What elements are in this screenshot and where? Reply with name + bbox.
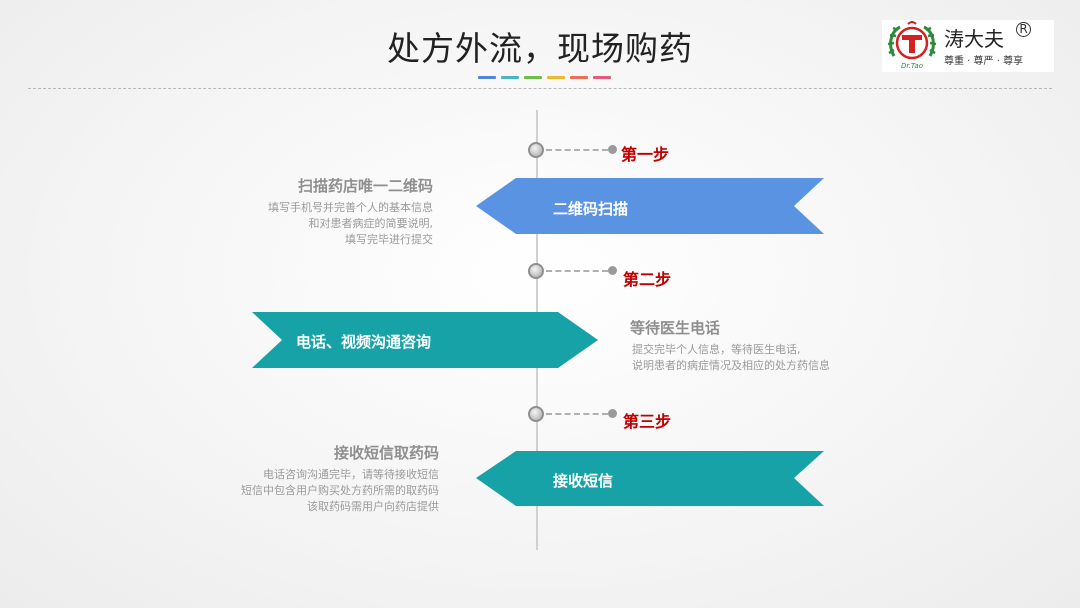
logo-brand-name: 涛大夫 [944, 27, 1004, 51]
header-divider [28, 88, 1052, 89]
desc-line: 说明患者的病症情况及相应的处方药信息 [632, 359, 830, 372]
step-label-1: 第一步 [621, 145, 670, 164]
title-bar-segment-green [524, 76, 542, 79]
desc-line: 电话咨询沟通完毕，请等待接收短信 [263, 468, 439, 481]
arrow-shape-qr-scan [476, 178, 824, 234]
registered-mark: R [1016, 22, 1031, 37]
title-underline-bar [478, 76, 611, 79]
brand-logo: Dr.Tao 涛大夫 R 尊重 · 尊严 · 尊享 [882, 20, 1054, 72]
arrow-label-phone-consult: 电话、视频沟通咨询 [296, 333, 432, 351]
step-label-3: 第三步 [623, 412, 672, 431]
timeline-connector-3 [546, 413, 608, 415]
desc-line: 提交完毕个人信息，等待医生电话, [632, 343, 801, 356]
desc-line: 该取药码需用户向药店提供 [307, 500, 439, 513]
timeline-dot-3 [608, 409, 617, 418]
timeline-connector-2 [546, 270, 608, 272]
desc-title-3: 接收短信取药码 [333, 444, 439, 462]
arrow-shape-receive-sms [476, 451, 824, 506]
step-label-2: 第二步 [623, 270, 672, 289]
desc-title-1: 扫描药店唯一二维码 [297, 177, 433, 195]
logo-slogan: 尊重 · 尊严 · 尊享 [944, 56, 1024, 67]
timeline-connector-1 [546, 149, 608, 151]
desc-line: 填写完毕进行提交 [345, 233, 433, 246]
timeline-node-2 [528, 263, 544, 279]
title-bar-segment-teal [501, 76, 519, 79]
arrow-label-receive-sms: 接收短信 [553, 472, 614, 490]
timeline-dot-2 [608, 266, 617, 275]
desc-line: 和对患者病症的简要说明, [308, 217, 434, 230]
logo-emblem-text: Dr.Tao [901, 62, 923, 70]
timeline-node-3 [528, 406, 544, 422]
arrow-shape-phone-consult [252, 312, 598, 368]
desc-line: 填写手机号并完善个人的基本信息 [268, 201, 433, 214]
page-title: 处方外流，现场购药 [387, 29, 693, 68]
arrow-label-qr-scan: 二维码扫描 [553, 200, 629, 218]
logo-emblem-icon: Dr.Tao [887, 21, 937, 70]
desc-line: 短信中包含用户购买处方药所需的取药码 [241, 484, 439, 497]
timeline-node-1 [528, 142, 544, 158]
title-bar-segment-yellow [547, 76, 565, 79]
title-bar-segment-orange [570, 76, 588, 79]
timeline-dot-1 [608, 145, 617, 154]
title-bar-segment-pink [593, 76, 611, 79]
title-bar-segment-blue [478, 76, 496, 79]
desc-title-2: 等待医生电话 [630, 319, 721, 337]
